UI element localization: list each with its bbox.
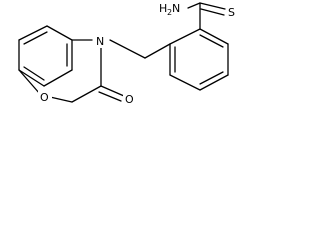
bond-benzo-double-1 xyxy=(23,31,48,45)
bond-ph-double-2 xyxy=(199,71,224,85)
bond-o1-c8a xyxy=(18,69,41,95)
bond-carbonyl-1 xyxy=(100,85,125,97)
atom-carbonyl-oxygen-label: O xyxy=(123,92,137,106)
bond-n4-ch2 xyxy=(109,39,146,59)
bond-cs-s-1 xyxy=(199,2,226,10)
oxazinone-ring xyxy=(18,39,125,103)
ring-nitrogen-text: N xyxy=(96,35,104,48)
bond-ch2-aryl xyxy=(144,43,171,59)
bond-carbonyl-2 xyxy=(98,91,122,102)
bond-ph-5 xyxy=(169,74,201,91)
nh2-n-letter: N xyxy=(172,2,180,15)
bond-cs-s-2 xyxy=(200,8,225,16)
carbonyl-oxygen-text: O xyxy=(125,93,134,106)
bond-benzo-4-fusion xyxy=(43,69,73,87)
bond-benzo-2 xyxy=(46,25,73,41)
atom-nh2-label: H 2 N xyxy=(157,0,187,17)
bond-c2-o1 xyxy=(49,96,73,103)
atom-sulfur-label: S xyxy=(226,4,238,19)
nh2-n-text: H xyxy=(159,2,167,15)
fused-benzene-ring xyxy=(18,25,73,87)
nh2-subscript-text: 2 xyxy=(167,8,172,17)
bond-benzo-5 xyxy=(18,69,45,87)
bond-ph-1 xyxy=(169,28,201,45)
thioamide-group xyxy=(187,2,226,30)
bond-benzo-1 xyxy=(18,25,48,41)
atom-ring-nitrogen-label: N xyxy=(93,33,109,48)
ring-oxygen-text: O xyxy=(40,91,49,104)
chemical-structure-diagram: H 2 N S N O O xyxy=(18,0,238,106)
bond-cs-nh2 xyxy=(187,2,201,9)
atom-ring-oxygen-label: O xyxy=(38,90,52,104)
bond-benzo-double-3 xyxy=(23,66,45,81)
bond-ph-double-1 xyxy=(199,34,224,48)
bond-ph-4 xyxy=(199,74,229,91)
bond-c3-c2 xyxy=(71,85,102,103)
bond-ph-2 xyxy=(199,28,229,45)
phenyl-ring xyxy=(169,28,229,91)
sulfur-text: S xyxy=(228,6,235,19)
